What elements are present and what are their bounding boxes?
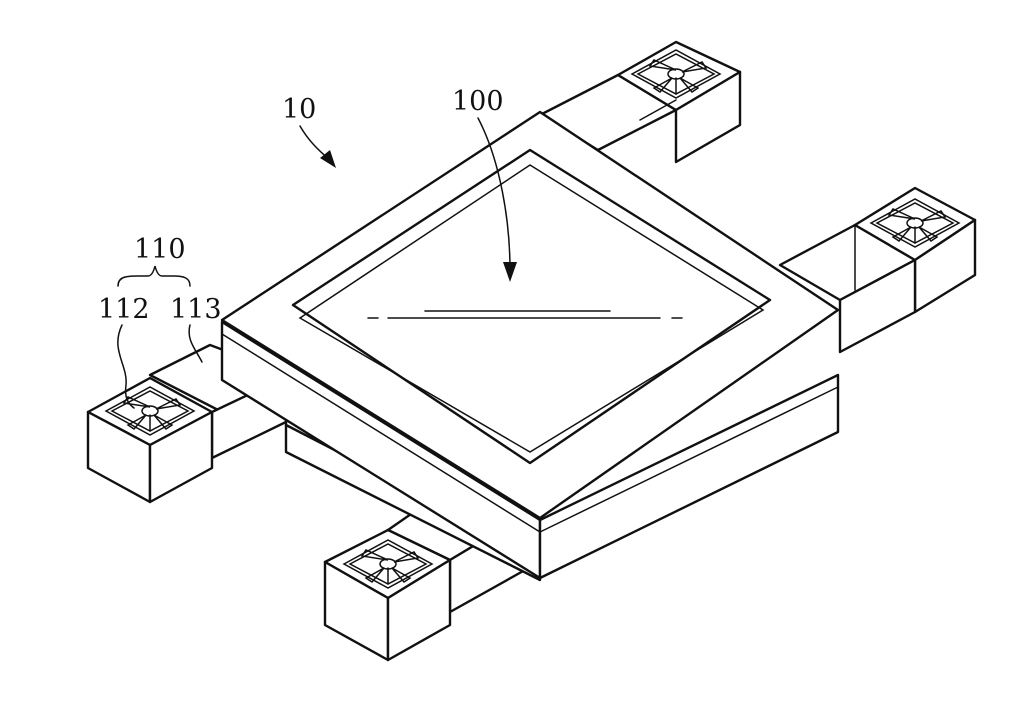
label-113-group: 113 bbox=[170, 294, 222, 363]
fan-front bbox=[342, 539, 434, 589]
arrow-10-icon bbox=[320, 150, 336, 168]
fan-back bbox=[630, 49, 722, 99]
fan-right bbox=[869, 198, 961, 248]
arm-right bbox=[778, 186, 977, 354]
label-113: 113 bbox=[170, 294, 222, 325]
fan-left bbox=[104, 386, 196, 436]
label-100-group: 100 bbox=[452, 86, 517, 282]
arm-back-right bbox=[538, 40, 742, 164]
label-112: 112 bbox=[98, 294, 150, 325]
label-10-group: 10 bbox=[282, 94, 336, 168]
label-10: 10 bbox=[282, 94, 316, 125]
main-body bbox=[220, 110, 840, 582]
label-112-group: 112 bbox=[98, 294, 150, 409]
label-100: 100 bbox=[452, 86, 504, 117]
arrow-100-icon bbox=[503, 262, 517, 282]
label-110-group: 110 bbox=[117, 234, 191, 287]
label-110: 110 bbox=[134, 234, 186, 265]
brace-110 bbox=[117, 265, 191, 287]
